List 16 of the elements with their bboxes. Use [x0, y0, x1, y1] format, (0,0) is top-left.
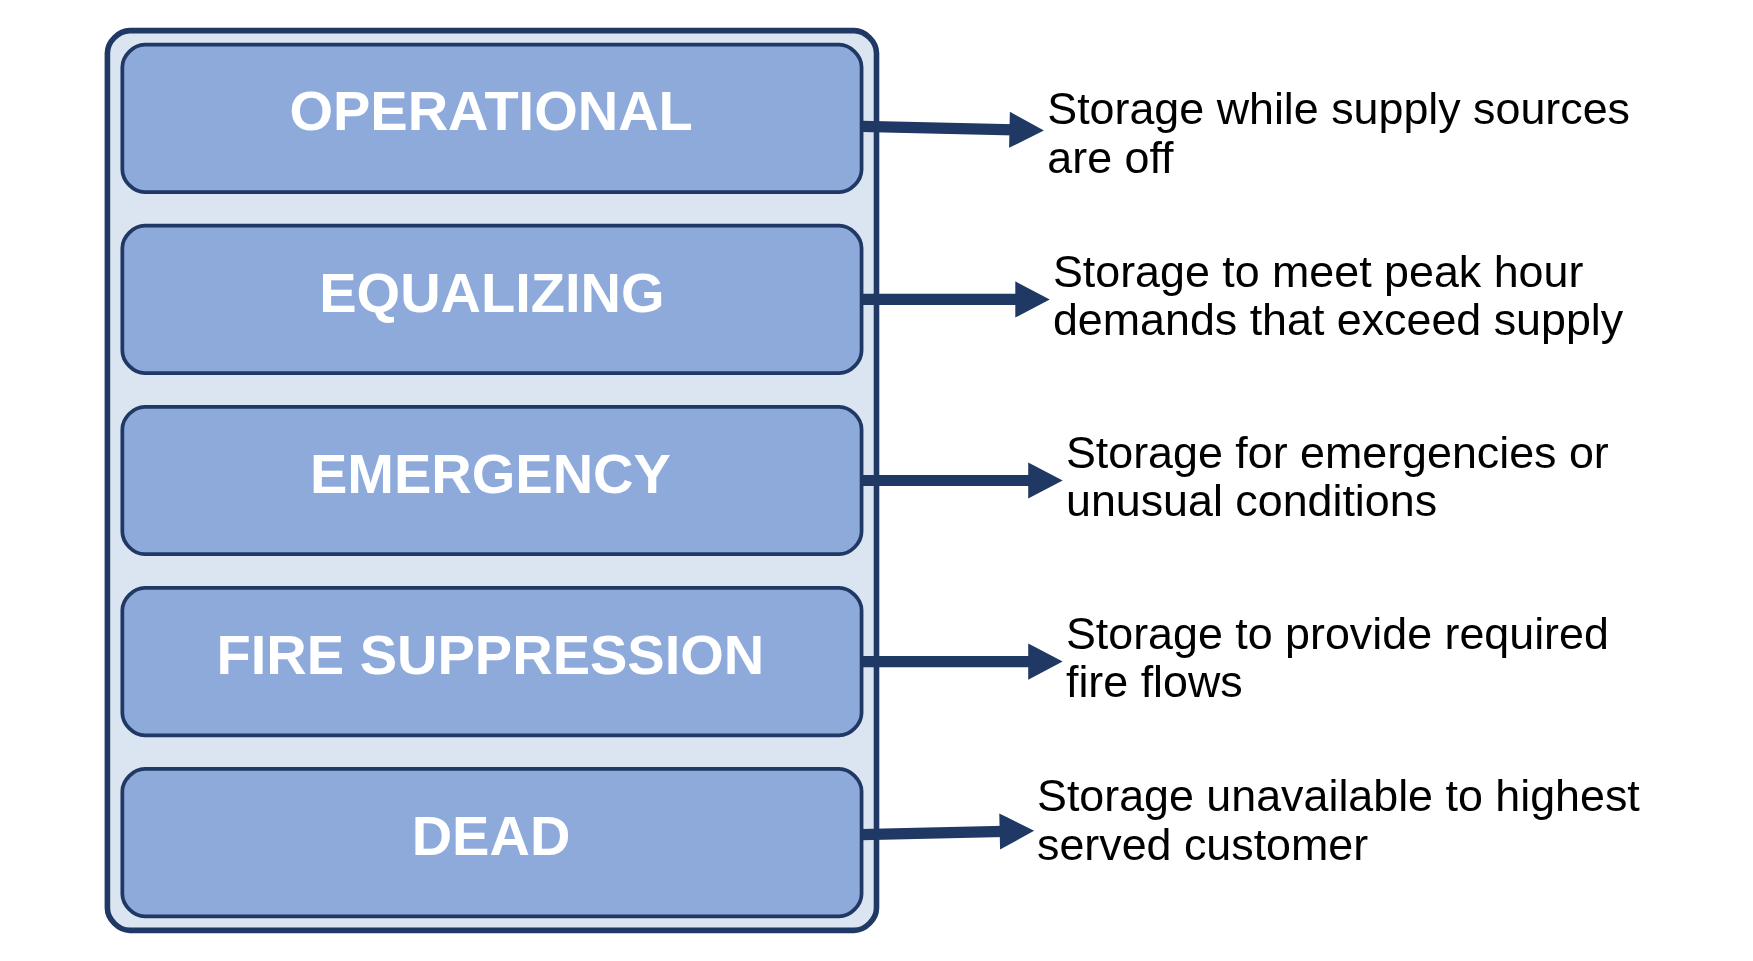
- node-box: EMERGENCY: [120, 404, 864, 557]
- arrow: [861, 813, 1035, 850]
- node-box: FIRE SUPPRESSION: [120, 585, 864, 738]
- node-text: Storage to provide required fire flows: [1065, 607, 1609, 707]
- node-text: Storage unavailable to highest served customer: [1037, 770, 1640, 869]
- node-box: EQUALIZING: [120, 223, 864, 376]
- node-text: Storage for emergencies or unusual conditions: [1065, 426, 1609, 526]
- arrow: [861, 111, 1044, 148]
- node-text: Storage to meet peak hour demands that exceed supply: [1052, 245, 1624, 345]
- node-box: DEAD: [120, 767, 864, 919]
- arrow: [861, 462, 1063, 499]
- node-box: OPERATIONAL: [120, 42, 864, 194]
- cluster: [104, 27, 880, 934]
- node-text: Storage while supply sources are off: [1047, 83, 1630, 182]
- arrow: [861, 281, 1050, 318]
- arrow: [861, 643, 1063, 680]
